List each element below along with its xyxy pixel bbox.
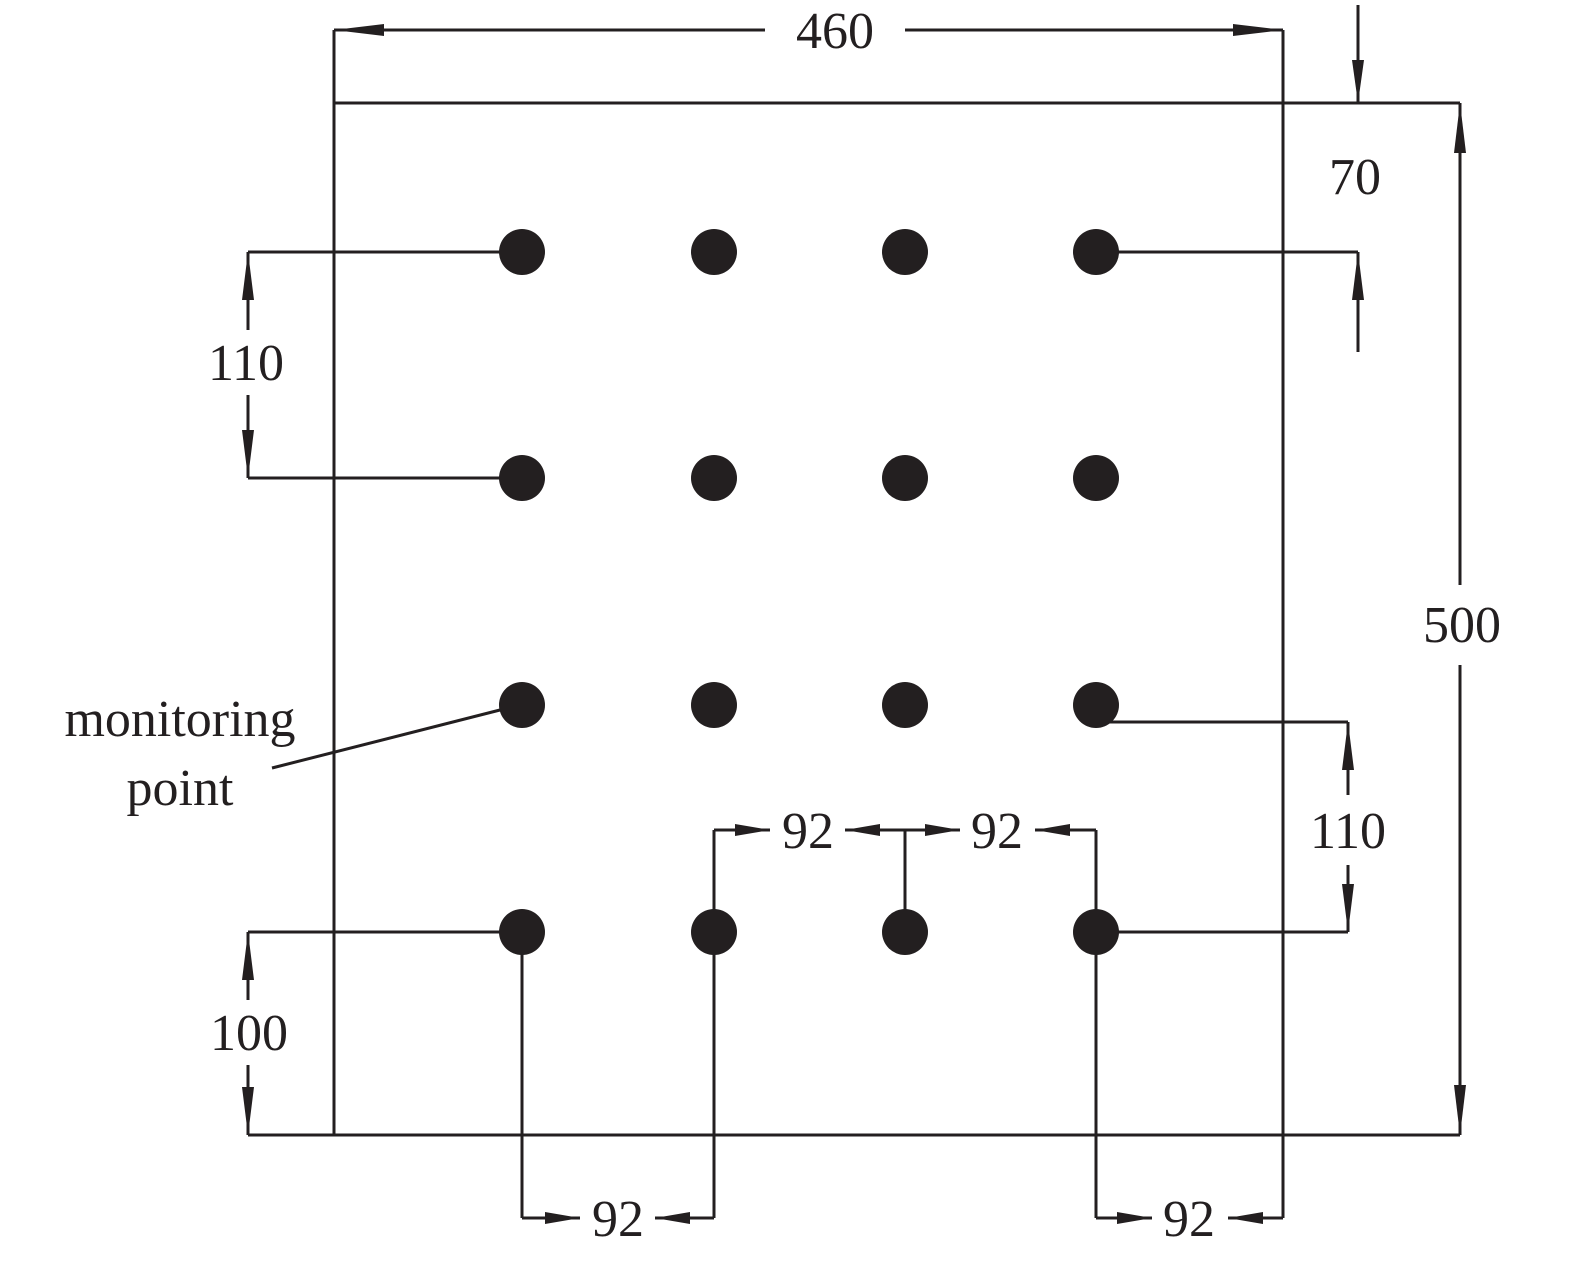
annotation-line1: monitoring: [64, 691, 295, 748]
dimension-top-offset: 70: [1098, 5, 1381, 352]
dimension-label-100: 100: [210, 1005, 288, 1062]
dimension-col-spacing-bottom-left: 92: [520, 932, 716, 1248]
dimension-label-92-mid-right: 92: [971, 803, 1023, 860]
slab-outline: [248, 30, 1460, 1218]
monitoring-point-dot: [499, 682, 545, 728]
dimension-label-460: 460: [796, 3, 874, 60]
monitoring-point-dot: [691, 909, 737, 955]
dimension-row-spacing-right: 110: [1092, 720, 1386, 934]
monitoring-point-dot: [1073, 455, 1119, 501]
monitoring-point-dot: [691, 229, 737, 275]
dimension-label-92-mid-left: 92: [782, 803, 834, 860]
annotation-line2: point: [127, 760, 234, 817]
monitoring-point-dot: [499, 229, 545, 275]
monitoring-point-dot: [1073, 229, 1119, 275]
dimension-bottom-offset: 100: [210, 930, 522, 1135]
monitoring-points: [499, 229, 1119, 955]
dimension-label-92-bottom-left: 92: [592, 1191, 644, 1248]
dimension-height-total: 500: [1423, 101, 1501, 1135]
dimension-label-70: 70: [1329, 149, 1381, 206]
dimension-label-110-right: 110: [1310, 803, 1386, 860]
monitoring-point-dot: [499, 909, 545, 955]
dimension-label-92-bottom-right: 92: [1163, 1191, 1215, 1248]
dimension-label-110-left: 110: [208, 335, 284, 392]
monitoring-point-dot: [882, 229, 928, 275]
monitoring-point-annotation: monitoring point: [64, 691, 501, 817]
monitoring-point-dot: [882, 909, 928, 955]
monitoring-point-dot: [882, 682, 928, 728]
monitoring-point-dot: [1073, 682, 1119, 728]
monitoring-point-dot: [882, 455, 928, 501]
monitoring-point-dot: [691, 682, 737, 728]
dimension-width-total: 460: [334, 3, 1283, 60]
dimension-col-spacing-bottom-right: 92: [1094, 932, 1283, 1248]
dimension-row-spacing-left: 110: [208, 250, 522, 480]
dimension-col-spacing-middle: 92 92: [712, 803, 1098, 932]
monitoring-point-dot: [1073, 909, 1119, 955]
monitoring-point-dot: [691, 455, 737, 501]
monitoring-point-dot: [499, 455, 545, 501]
dimension-label-500: 500: [1423, 597, 1501, 654]
